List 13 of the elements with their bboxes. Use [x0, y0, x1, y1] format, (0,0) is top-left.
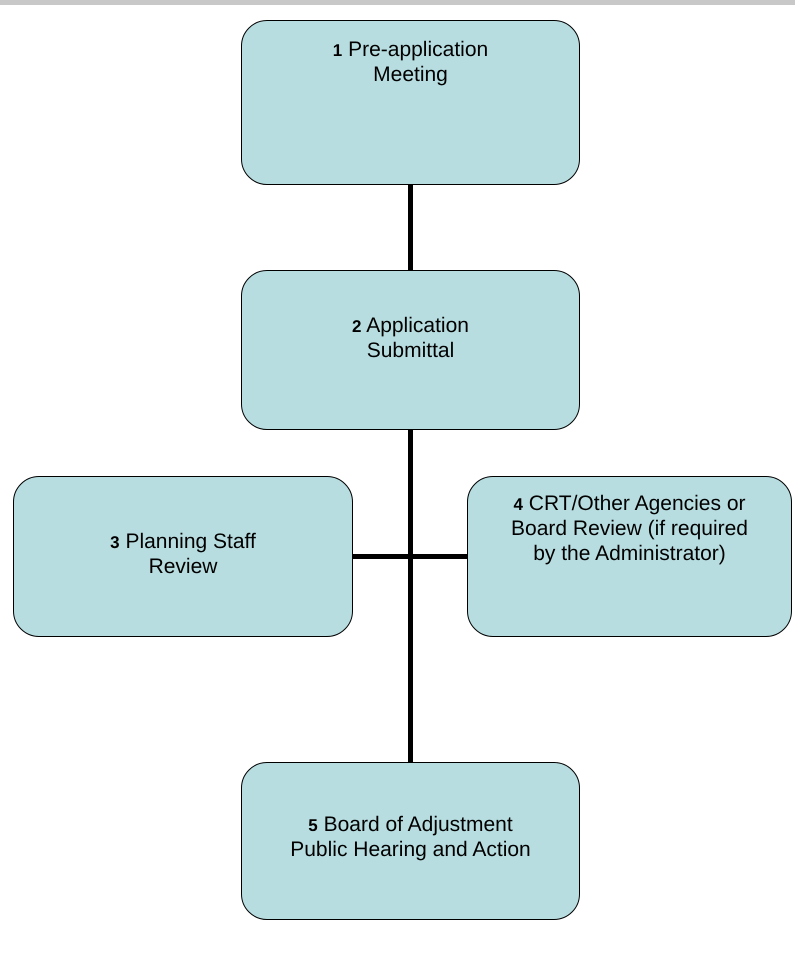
- process-box: [467, 476, 792, 637]
- process-box: [241, 270, 580, 430]
- step-label: 4 CRT/Other Agencies or Board Review (if required by the Administrator): [510, 491, 749, 567]
- step-label: 1 Pre-application Meeting: [332, 37, 490, 88]
- process-box: [13, 476, 353, 637]
- connector-line: [353, 554, 467, 559]
- connector-line: [408, 430, 413, 762]
- process-box: [241, 762, 580, 920]
- process-box: [241, 20, 580, 185]
- step-label: 2 Application Submittal: [351, 313, 470, 364]
- step-label: 5 Board of Adjustment Public Hearing and Action: [289, 812, 532, 862]
- step-label: 3 Planning Staff Review: [109, 529, 257, 580]
- connector-line: [408, 185, 413, 270]
